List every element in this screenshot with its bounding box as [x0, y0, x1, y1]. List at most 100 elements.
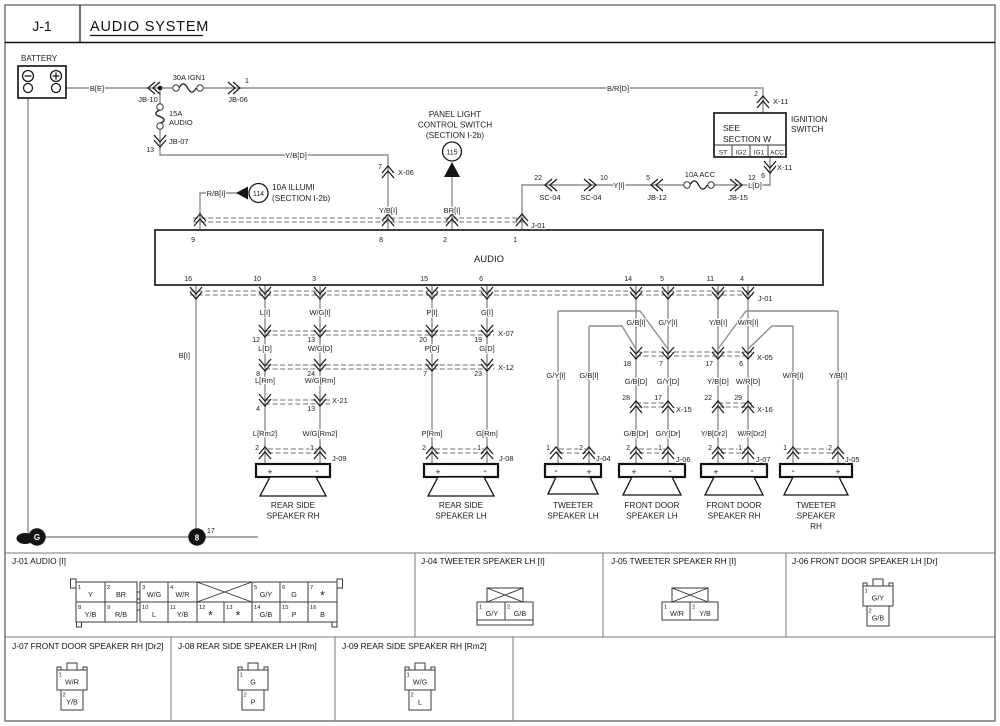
wire-label: G/B[Dr] — [623, 429, 648, 438]
dashed-connector-lines — [190, 217, 835, 454]
wire-label: (SECTION I-2b) — [272, 194, 331, 203]
illumi-ref-symbol — [236, 182, 269, 204]
connector-wire-color: P — [251, 697, 256, 706]
wire-label: SEE — [723, 123, 740, 133]
fuse-15a-audio-icon — [155, 109, 165, 124]
wire-label: 7 — [378, 164, 382, 171]
wire-label: L[Rm2] — [253, 429, 277, 438]
j01-pin-number: 16 — [310, 605, 316, 611]
connector-wire-color: G/B — [872, 613, 885, 622]
wire-label: J-01 — [531, 221, 546, 230]
wire-label: X-11 — [773, 97, 788, 106]
wire-label: 2 — [626, 445, 630, 452]
j01-pin-number: 15 — [282, 605, 288, 611]
wire-label: 12 — [252, 337, 260, 344]
j01-wire-color: Y/B — [85, 610, 97, 619]
wire-label: Y/B[Dr2] — [701, 431, 728, 438]
connector-pin-number: 2 — [869, 609, 872, 615]
wire-label: G/Y[Dr] — [655, 429, 680, 438]
wire-label: B[E] — [90, 84, 104, 93]
wire-label: X-16 — [757, 405, 773, 414]
wire-label: SPEAKER — [797, 512, 836, 521]
wire-label: 19 — [474, 337, 482, 344]
wire-label: G[I] — [481, 308, 493, 317]
wire-label: W/G[Rm2] — [303, 429, 338, 438]
speaker-symbols — [254, 462, 854, 497]
wire-label: SPEAKER LH — [435, 512, 487, 521]
wire-label: R/B[I] — [207, 189, 226, 198]
plus-terminal-icon — [52, 72, 60, 80]
wire-label: 18 — [623, 361, 631, 368]
j01-wire-color: Y — [88, 590, 93, 599]
panel-title-j07: J-07 FRONT DOOR SPEAKER RH [Dr2] — [12, 641, 164, 651]
wire-label: 1 — [738, 445, 742, 452]
wire-label: J-08 — [499, 454, 514, 463]
wire-label: ST — [719, 150, 727, 157]
panel-title-j09: J-09 REAR SIDE SPEAKER RH [Rm2] — [342, 641, 487, 651]
fuse-30a-ign1-icon — [178, 83, 197, 93]
j01-pin-number: 9 — [107, 605, 110, 611]
wire-label: 2 — [255, 445, 259, 452]
j01-pin-number: 3 — [142, 585, 145, 591]
j01-pin-number: 14 — [254, 605, 261, 611]
connector-wire-color: W/R — [65, 677, 79, 686]
wire-label: Y/B[I] — [829, 371, 847, 380]
wire-label: TWEETER — [553, 501, 593, 510]
j01-wire-color: BR — [116, 590, 126, 599]
wire-label: L[D] — [748, 181, 762, 190]
wire-label: J-05 — [845, 455, 860, 464]
wire-label: G/Y[I] — [546, 371, 565, 380]
panel-title-j05: J-05 TWEETER SPEAKER RH [I] — [611, 556, 736, 566]
wire-label: + — [435, 467, 440, 477]
wire-label: J-01 — [758, 294, 773, 303]
wire-label: 115 — [446, 150, 457, 157]
wire-label: Y/B[I] — [379, 206, 397, 215]
wire-label: 11 — [707, 276, 714, 283]
wire-label: 7 — [423, 371, 427, 378]
wire-label: L[Rm] — [255, 376, 275, 385]
wire-label: G/B[I] — [626, 318, 645, 327]
j01-pin-number: 4 — [170, 585, 174, 591]
wire-label: SPEAKER RH — [267, 512, 320, 521]
wire-label: - — [791, 466, 794, 477]
connector-wire-color: G/Y — [486, 609, 499, 618]
wire-label: 10 — [253, 276, 261, 283]
wire-label: BR[I] — [444, 206, 461, 215]
wire-label: G[D] — [479, 344, 494, 353]
audio-unit-label: AUDIO — [474, 254, 504, 265]
wire-label: CONTROL SWITCH — [418, 121, 492, 130]
j01-wire-color: * — [320, 589, 325, 603]
wire-label: 1 — [546, 445, 550, 452]
wire-label: J-06 — [676, 455, 691, 464]
connector-pinout-J-06: 1G/Y2G/B — [862, 578, 894, 627]
j01-wire-color: * — [208, 609, 213, 623]
wire-label: REAR SIDE — [271, 501, 316, 510]
wire-label: FRONT DOOR — [707, 501, 762, 510]
wire-label: 5 — [660, 276, 664, 283]
panel-light-switch-symbol — [441, 141, 463, 177]
wire-label: 13 — [307, 337, 315, 344]
wire-label: 1 — [245, 78, 249, 85]
j01-pin-number: 12 — [199, 605, 205, 611]
connector-pin-number: 1 — [240, 673, 243, 679]
triangle-up-icon — [444, 162, 460, 177]
wire-label: IGNITION — [791, 115, 827, 124]
wire-label: 2 — [443, 237, 447, 244]
j01-pin-number: 11 — [170, 605, 176, 611]
j01-connector-cells: 1Y2BR3W/G4W/R5G/Y6G7*8Y/B9R/B10L11Y/B12*… — [75, 581, 338, 624]
wire-label: 17 — [705, 361, 713, 368]
wire-label: 22 — [704, 395, 712, 402]
wire-label: Y[I] — [613, 181, 624, 190]
connector-wire-color: W/R — [670, 609, 684, 618]
wire-label: G/Y[I] — [658, 318, 677, 327]
wire-label: W/G[I] — [309, 308, 330, 317]
connector-pin-number: 1 — [664, 605, 667, 611]
connector-pin-number: 1 — [407, 673, 410, 679]
connector-pin-number: 1 — [865, 589, 868, 595]
connector-pin-number: 1 — [59, 673, 62, 679]
wire-label: 28 — [622, 395, 630, 402]
wire-label: REAR SIDE — [439, 501, 484, 510]
rear-side-speaker-rh-symbol — [254, 462, 332, 497]
wire-label: (SECTION I-2b) — [426, 131, 485, 140]
